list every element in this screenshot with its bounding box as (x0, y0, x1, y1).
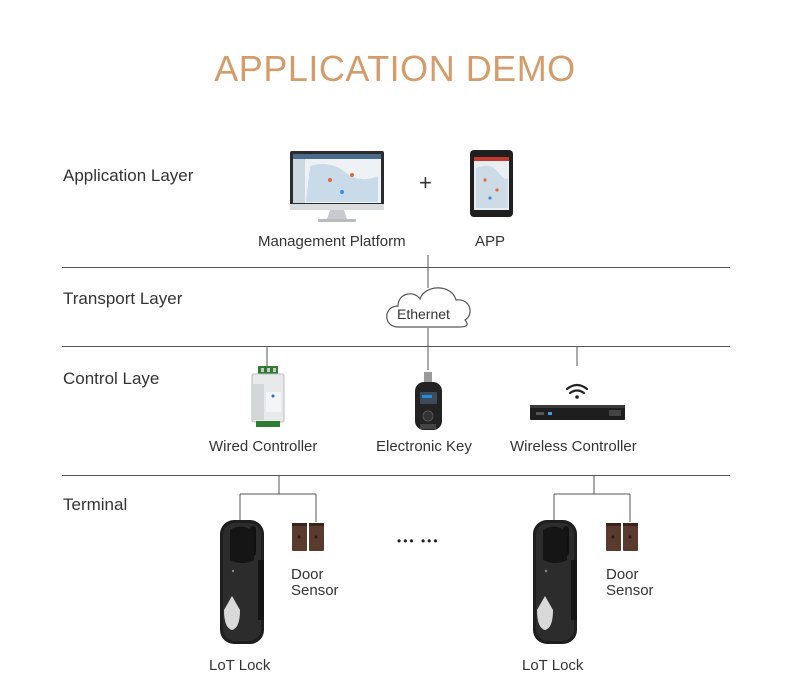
more-terminals-ellipsis: ••• ••• (397, 534, 440, 548)
layer-label-application: Application Layer (63, 166, 194, 185)
layer-label-terminal: Terminal (63, 495, 128, 514)
electronic-key-label: Electronic Key (376, 438, 472, 455)
wifi-icon (565, 383, 589, 395)
door-sensor-left-label-1: Door (291, 566, 324, 583)
ethernet-label: Ethernet (397, 306, 450, 322)
iot-lock-left-label: LoT Lock (209, 657, 271, 674)
wireless-controller-label: Wireless Controller (510, 438, 637, 455)
door-sensor-left-label-2: Sensor (291, 582, 339, 599)
layer-label-control: Control Laye (63, 369, 160, 388)
app-label: APP (475, 233, 506, 250)
door-sensor-right-label-2: Sensor (606, 582, 654, 599)
iot-lock-right-label: LoT Lock (522, 657, 584, 674)
management-platform-label: Management Platform (258, 233, 406, 250)
layer-divider (62, 475, 730, 476)
layer-divider (62, 267, 730, 268)
layer-divider (62, 346, 730, 347)
wired-controller-label: Wired Controller (209, 438, 318, 455)
plus-sign: + (419, 170, 432, 195)
layer-label-transport: Transport Layer (63, 289, 183, 308)
door-sensor-right-label-1: Door (606, 566, 639, 583)
page-title: APPLICATION DEMO (214, 48, 576, 89)
